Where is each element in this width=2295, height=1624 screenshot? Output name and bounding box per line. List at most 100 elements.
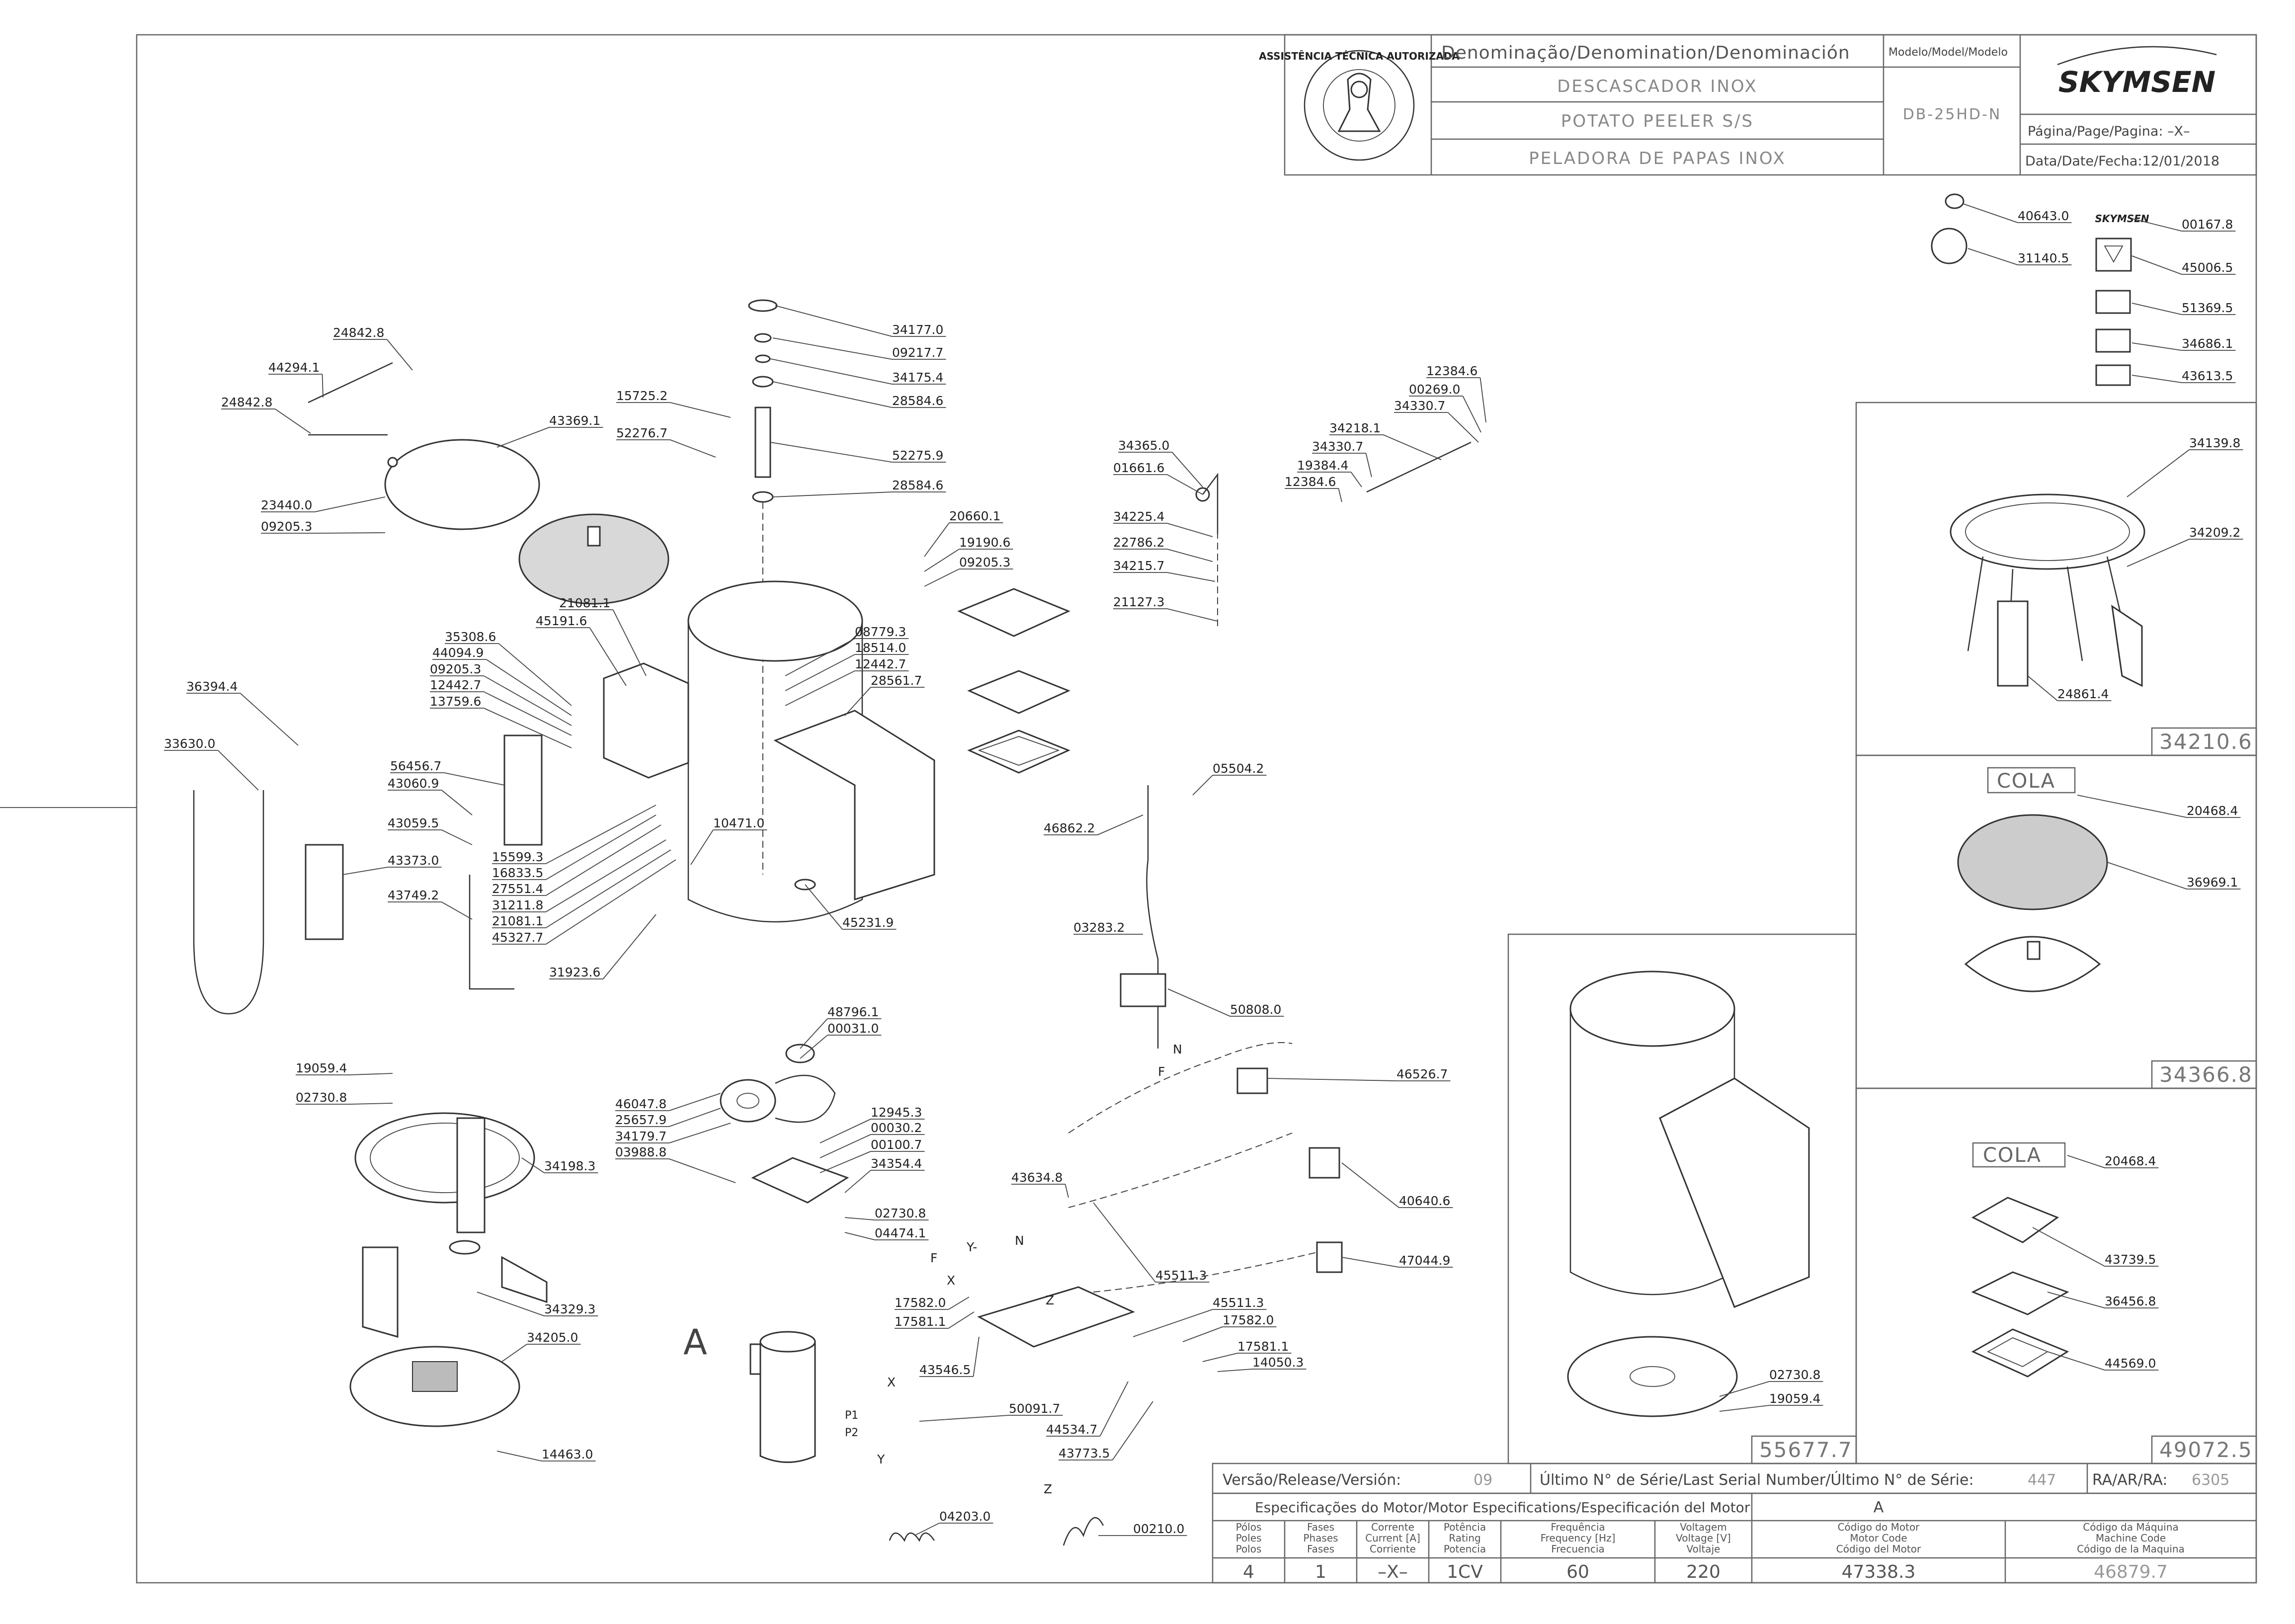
spec-column-value: 1CV — [1447, 1562, 1483, 1582]
leader-line — [602, 914, 656, 979]
leader-line — [772, 381, 893, 408]
part-number-label: 44294.1 — [268, 360, 320, 375]
leader-line — [349, 1073, 393, 1075]
part-number-label: 34329.3 — [544, 1302, 595, 1316]
leader-line — [546, 814, 656, 880]
leader-line — [948, 1311, 975, 1329]
part-number-label: 19059.4 — [1769, 1391, 1820, 1406]
spec-column-label: Pólos — [1236, 1521, 1262, 1533]
leader-line — [924, 522, 950, 557]
part-number-label: 40643.0 — [2018, 209, 2069, 223]
part-number-label: 09217.7 — [892, 345, 943, 360]
leader-line — [2032, 1227, 2105, 1267]
part-number-label: 24861.4 — [2057, 687, 2109, 701]
leader-line — [973, 1336, 980, 1377]
leader-line — [2047, 1351, 2105, 1371]
wire-letter-f: F — [1158, 1064, 1165, 1079]
part-number-label: 46862.2 — [1044, 821, 1095, 835]
leader-line — [670, 402, 731, 418]
switch-box — [305, 662, 689, 940]
spec-column-label: Machine Code — [2096, 1532, 2166, 1544]
part-number-label: 50808.0 — [1230, 1002, 1281, 1017]
leader-line — [2131, 255, 2182, 275]
part-number-label: 20468.4 — [2105, 1154, 2156, 1168]
leader-line — [1093, 1202, 1156, 1283]
part-number-label: 46526.7 — [1396, 1067, 1448, 1081]
leader-line — [1167, 523, 1213, 537]
part-number-label: 14463.0 — [542, 1447, 593, 1462]
drain-hose — [193, 790, 514, 1015]
part-number-label: 17582.0 — [895, 1296, 946, 1310]
part-number-label: 35308.6 — [445, 630, 496, 644]
leader-line — [1267, 1078, 1397, 1081]
leader-line — [1171, 452, 1203, 487]
part-number-label: 09205.3 — [261, 519, 312, 534]
spec-column-label: Código de la Maquina — [2077, 1543, 2185, 1555]
part-number-label: 21127.3 — [1113, 595, 1164, 609]
part-number-label: 44569.0 — [2105, 1356, 2156, 1371]
leader-line — [589, 627, 627, 686]
serial-value: 447 — [2028, 1471, 2056, 1489]
part-number-label: 46047.8 — [615, 1097, 666, 1111]
spec-column-label: Polos — [1236, 1543, 1262, 1555]
part-number-label: 04203.0 — [939, 1509, 990, 1524]
leader-line — [1967, 248, 2018, 265]
spec-column-label: Código da Máquina — [2083, 1521, 2178, 1533]
leader-line — [772, 491, 893, 497]
spec-column-value: 47338.3 — [1842, 1562, 1916, 1582]
leader-line — [1112, 1401, 1153, 1461]
leader-line — [2047, 1292, 2105, 1308]
top-plate-assembly — [308, 362, 669, 605]
leader-line — [772, 337, 893, 360]
part-number-label: 16833.5 — [492, 866, 543, 880]
leader-line — [1182, 1326, 1223, 1342]
part-number-label: 00269.0 — [1409, 382, 1460, 397]
part-number-label: 34330.7 — [1394, 399, 1445, 413]
brand-swoosh — [2057, 46, 2217, 66]
page-label: Página/Page/Pagina: –X– — [2028, 124, 2190, 139]
part-number-label: 34686.1 — [2182, 336, 2233, 351]
leader-line — [342, 867, 388, 875]
part-number-label: 12384.6 — [1426, 364, 1477, 378]
part-number-label: 34205.0 — [527, 1330, 578, 1345]
motor-wire-x: X — [887, 1375, 896, 1389]
part-number-label: 43369.1 — [549, 413, 600, 428]
motor-spec-table: Especificações do Motor/Motor Especifica… — [1212, 1492, 2257, 1584]
motor: A — [683, 1322, 816, 1463]
part-number-label: 02730.8 — [875, 1206, 926, 1220]
part-number-label: 09205.3 — [959, 555, 1010, 569]
leader-line — [315, 496, 386, 512]
part-number-label: 43546.5 — [919, 1363, 971, 1377]
spec-column-value: 4 — [1243, 1562, 1254, 1582]
part-number-label: 34209.2 — [2189, 525, 2240, 540]
terminal-p2: P2 — [845, 1427, 858, 1439]
spec-column-label: Código del Motor — [1836, 1543, 1921, 1555]
leader-line — [322, 374, 324, 398]
part-number-label: 24842.8 — [333, 325, 384, 340]
seal-text: ASSISTÊNCIA TÉCNICA AUTORIZADA — [1259, 50, 1460, 62]
leader-line — [669, 1123, 731, 1143]
part-number-label: 05504.2 — [1213, 761, 1264, 776]
spec-column-label: Poles — [1236, 1532, 1262, 1544]
leader-line — [386, 339, 413, 371]
leader-line — [1479, 377, 1486, 423]
part-number-label: 34179.7 — [615, 1129, 666, 1143]
leader-line — [546, 805, 656, 864]
leader-line — [2067, 1155, 2105, 1168]
leader-line — [800, 1035, 828, 1059]
disc-kit-code: 34366.8 — [2159, 1062, 2253, 1087]
part-number-label: 51369.5 — [2182, 301, 2233, 315]
leader-line — [1133, 1309, 1213, 1337]
part-number-label: 00030.2 — [871, 1121, 922, 1135]
leader-line — [844, 1232, 875, 1240]
part-number-label: 43059.5 — [388, 816, 439, 830]
spec-column-label: Fases — [1307, 1521, 1334, 1533]
part-number-label: 27551.4 — [492, 882, 543, 896]
part-number-label: 28584.6 — [892, 394, 943, 408]
leader-line — [441, 829, 473, 845]
part-number-label: 19059.4 — [296, 1061, 347, 1075]
spec-column-label: Voltagem — [1680, 1521, 1727, 1533]
leader-line — [1167, 474, 1203, 495]
part-number-label: 28561.7 — [871, 673, 922, 688]
leader-line — [1462, 396, 1481, 433]
